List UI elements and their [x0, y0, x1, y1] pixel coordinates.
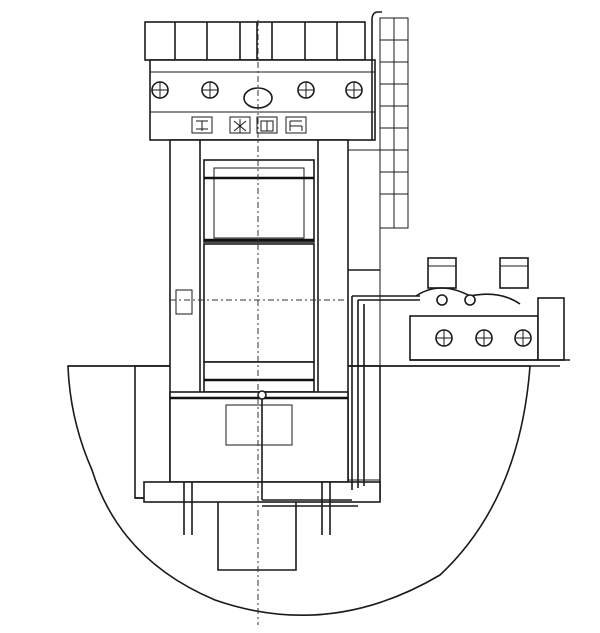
top-bolt-row	[151, 81, 363, 109]
hydraulic-piping	[257, 295, 420, 507]
hydraulic-power-unit	[409, 257, 570, 361]
nameplate-logo	[191, 116, 307, 134]
access-ladder	[371, 11, 409, 229]
top-cylinder-block	[144, 21, 376, 141]
